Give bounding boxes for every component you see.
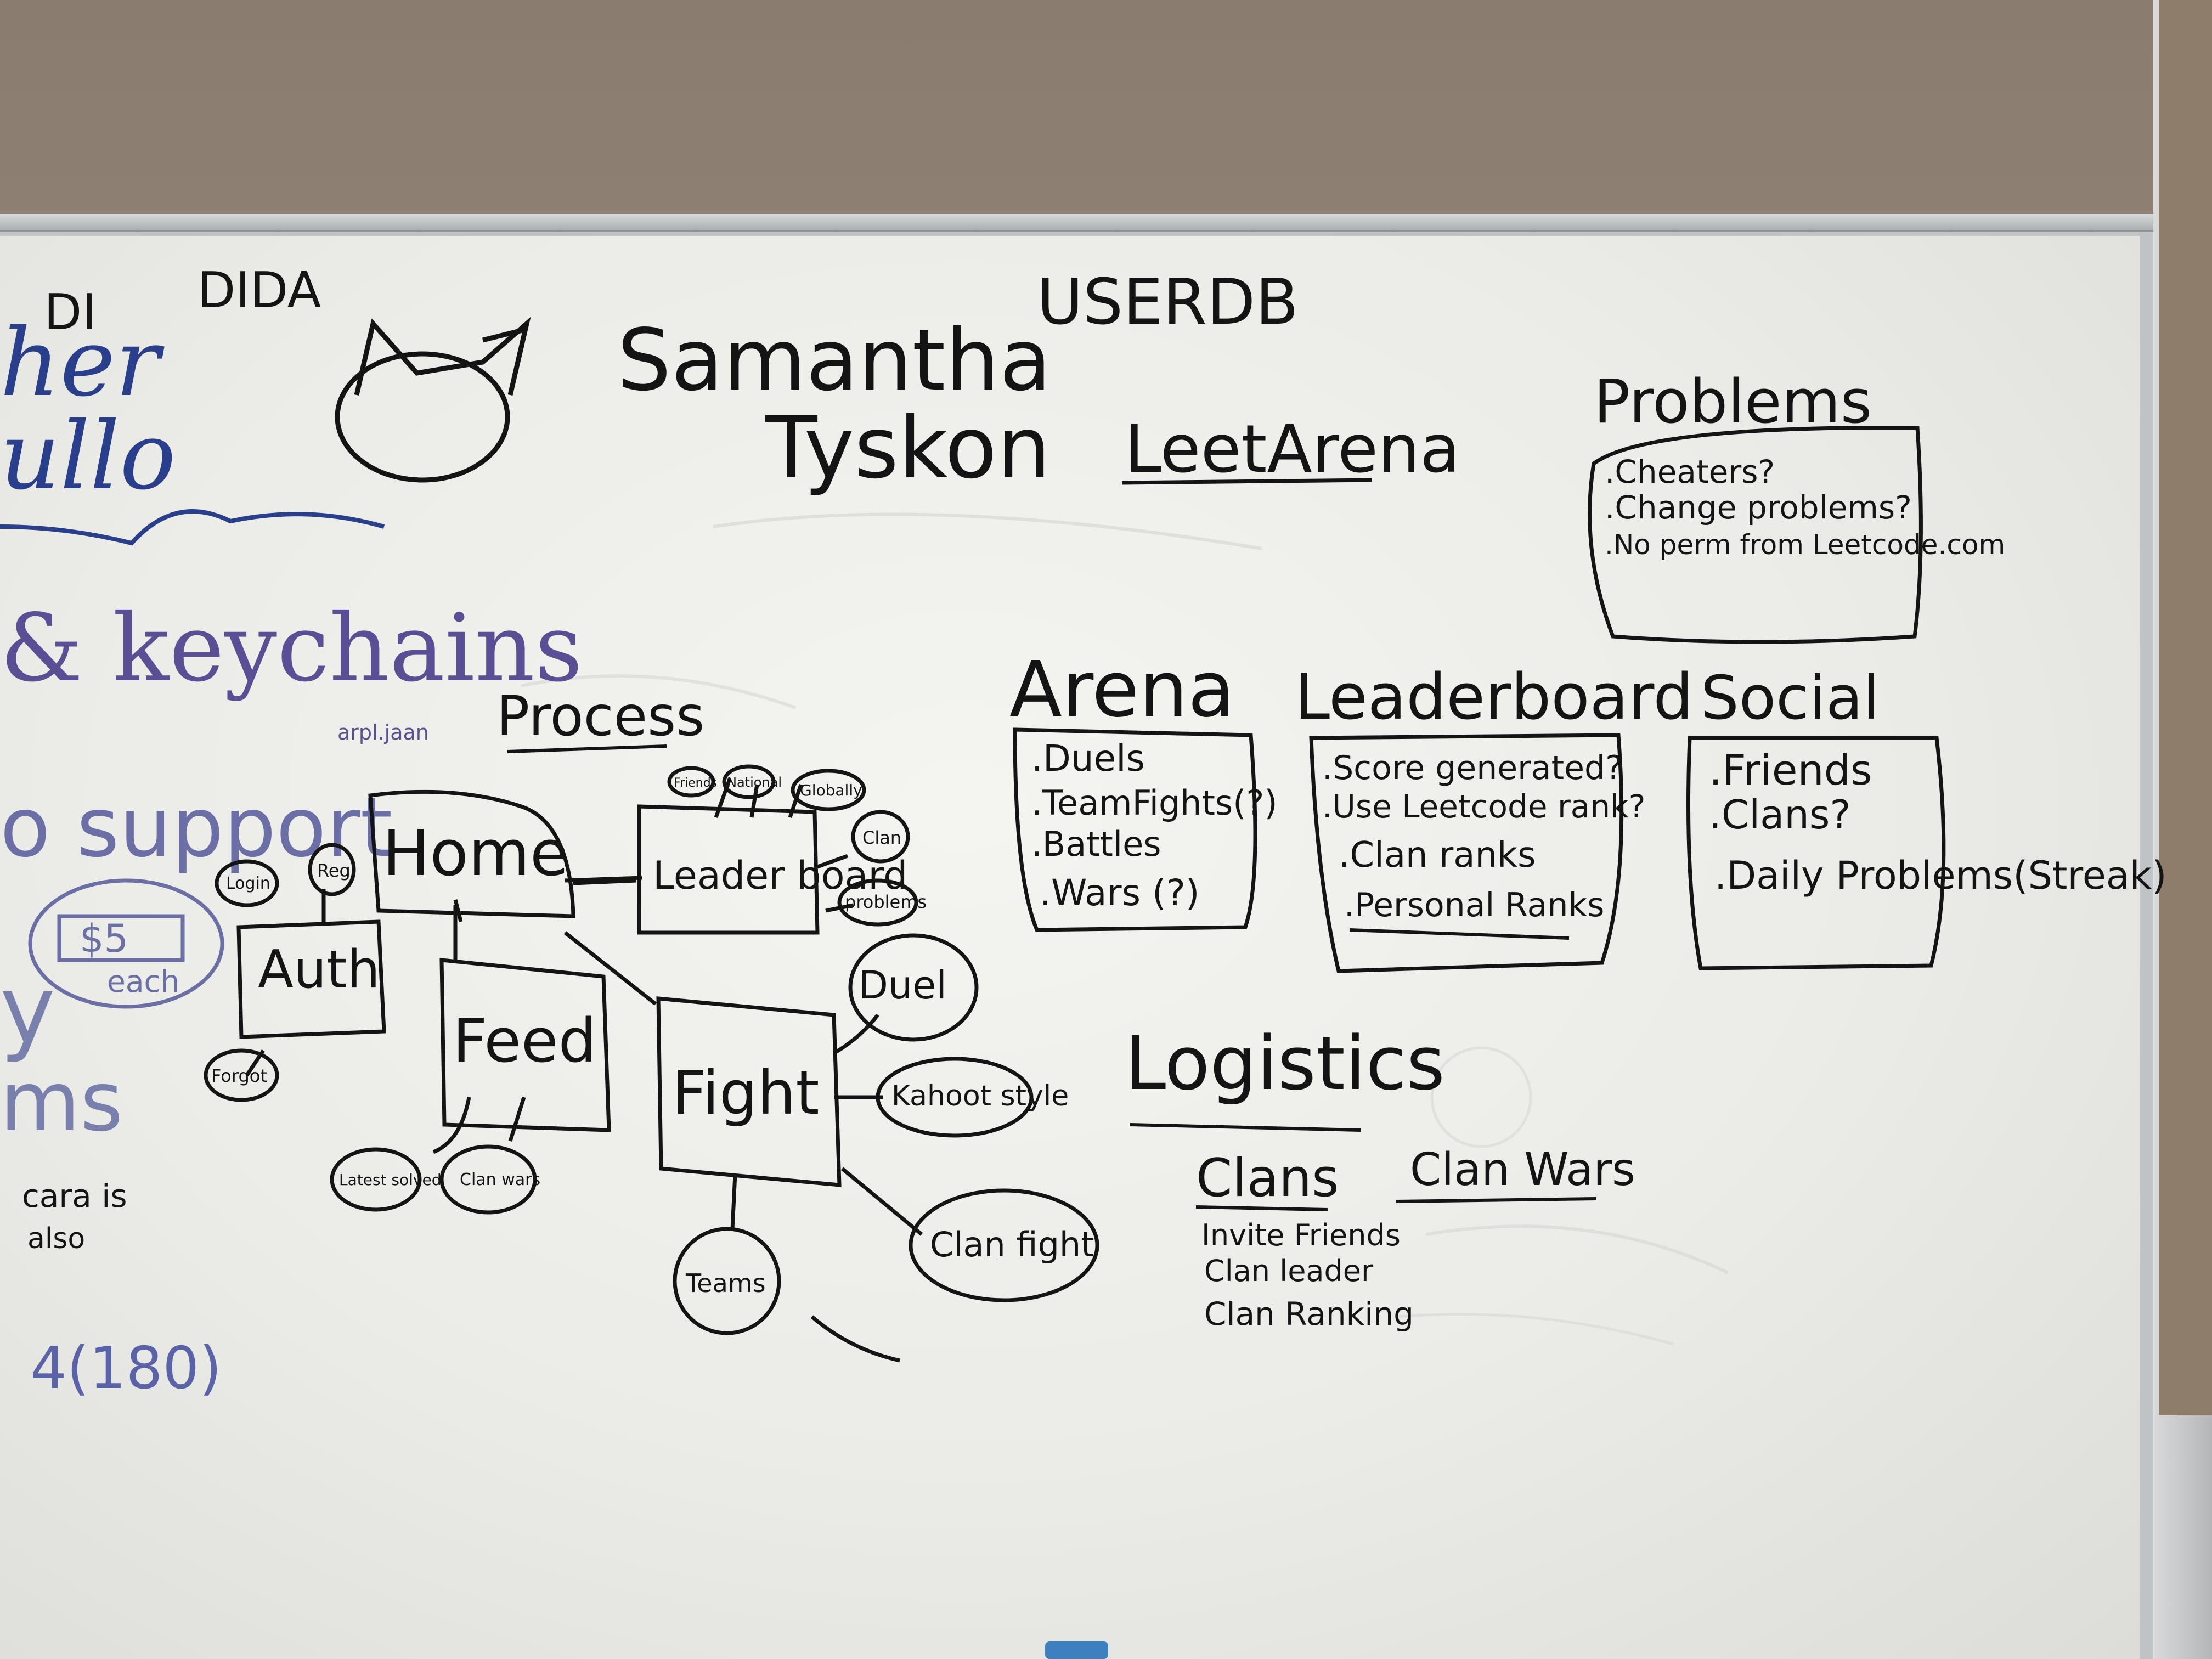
node-globally: Globally (800, 781, 862, 799)
home-box (368, 789, 575, 918)
arena-item-4: .Wars (?) (1040, 872, 1200, 914)
cat-doodle (335, 317, 531, 483)
arena-item-1: .Duels (1031, 737, 1145, 780)
node-fight: Fight (672, 1058, 820, 1128)
code-dida: DIDA (198, 262, 321, 319)
social-item-2: .Clans? (1709, 792, 1851, 838)
keychains-text: & keychains (0, 594, 583, 703)
social-box: Social .Friends .Clans? .Daily Problems(… (1686, 663, 2167, 970)
leaderboard-list-box: Leaderboard .Score generated? .Use Leetc… (1295, 661, 1693, 973)
node-teams: Teams (685, 1268, 766, 1298)
name-last: Tyskon (765, 398, 1051, 498)
userdb-label: USERDB (1037, 266, 1299, 339)
leaderboard-item-1: .Score generated? (1322, 749, 1623, 787)
clans-item-2: Clan leader (1204, 1254, 1374, 1288)
process-diagram: Process (204, 684, 1099, 1363)
script-text-2: ullo (0, 402, 176, 511)
marker-cap (1045, 1641, 1108, 1659)
node-clanfight: Clan fight (930, 1224, 1094, 1265)
arena-item-2: .TeamFights(?) (1031, 783, 1278, 823)
node-login: Login (226, 874, 270, 893)
clans-item-3: Clan Ranking (1204, 1295, 1414, 1333)
node-forgot: Forgot (211, 1065, 267, 1086)
node-clan-wars: Clan wars (460, 1170, 540, 1189)
node-latest-solved: Latest solved (339, 1171, 442, 1189)
clan-wars-title: Clan Wars (1410, 1144, 1635, 1196)
node-duel: Duel (859, 963, 947, 1008)
node-leaderboard: Leader board (653, 853, 907, 898)
also-text: also (27, 1222, 85, 1255)
leaderboard-item-4: .Personal Ranks (1344, 886, 1604, 924)
whiteboard-surface (0, 236, 2140, 1659)
support-text: o support (0, 780, 392, 876)
ms-text: ms (0, 1054, 123, 1150)
small-name: arpl.jaan (337, 720, 429, 744)
corkboard (2159, 0, 2212, 1415)
score-text: 4(180) (30, 1335, 222, 1402)
node-auth: Auth (258, 940, 380, 1000)
social-item-1: .Friends (1709, 746, 1872, 794)
problems-title: Problems (1594, 366, 1872, 437)
problems-item-2: .Change problems? (1605, 489, 1912, 526)
left-fragments: DI DIDA her ullo & keychains arpl.jaan o… (0, 262, 583, 1402)
logistics-title: Logistics (1125, 1020, 1445, 1107)
letter-y: y (0, 956, 55, 1065)
script-text-1: her (0, 309, 165, 417)
app-name: LeetArena (1125, 411, 1460, 488)
node-home: Home (382, 817, 569, 890)
node-clan: Clan (862, 827, 901, 848)
leaderboard-title: Leaderboard (1295, 661, 1693, 734)
node-kahoot: Kahoot style (891, 1080, 1069, 1113)
clans-title: Clans (1196, 1148, 1339, 1209)
cara-text: cara is (22, 1177, 127, 1215)
code-di: DI (44, 284, 97, 341)
node-national: National (727, 775, 782, 790)
node-feed: Feed (453, 1006, 596, 1076)
social-item-3: .Daily Problems(Streak) (1714, 853, 2167, 898)
feed-box (439, 958, 611, 1132)
header: USERDB Samantha Tyskon LeetArena (617, 266, 1460, 498)
price-text: $5 (80, 916, 128, 961)
each-text: each (107, 964, 180, 999)
leaderboard-item-3: .Clan ranks (1339, 835, 1536, 876)
arena-title: Arena (1009, 645, 1235, 735)
leaderboard-box (637, 804, 820, 935)
auth-box (236, 919, 386, 1039)
logistics-section: Logistics Clans Invite Friends Clan lead… (1125, 1020, 1635, 1333)
erased-ghost-marks (521, 512, 1729, 1346)
arena-item-3: .Battles (1031, 824, 1161, 864)
problems-box: Problems .Cheaters? .Change problems? .N… (1588, 366, 2005, 644)
problems-item-3: .No perm from Leetcode.com (1605, 529, 2005, 561)
top-rail (0, 214, 2153, 232)
name-first: Samantha (617, 311, 1052, 410)
node-friends: Friends (674, 776, 717, 790)
social-title: Social (1701, 663, 1880, 733)
node-reg: Reg (317, 860, 351, 881)
arena-box: Arena .Duels .TeamFights(?) .Battles .Wa… (1009, 645, 1278, 932)
fight-box (656, 996, 842, 1187)
process-title: Process (496, 684, 704, 748)
leaderboard-item-2: .Use Leetcode rank? (1322, 788, 1645, 825)
problems-item-1: .Cheaters? (1605, 453, 1775, 490)
clans-item-1: Invite Friends (1201, 1218, 1401, 1252)
node-problems: problems (845, 891, 927, 912)
